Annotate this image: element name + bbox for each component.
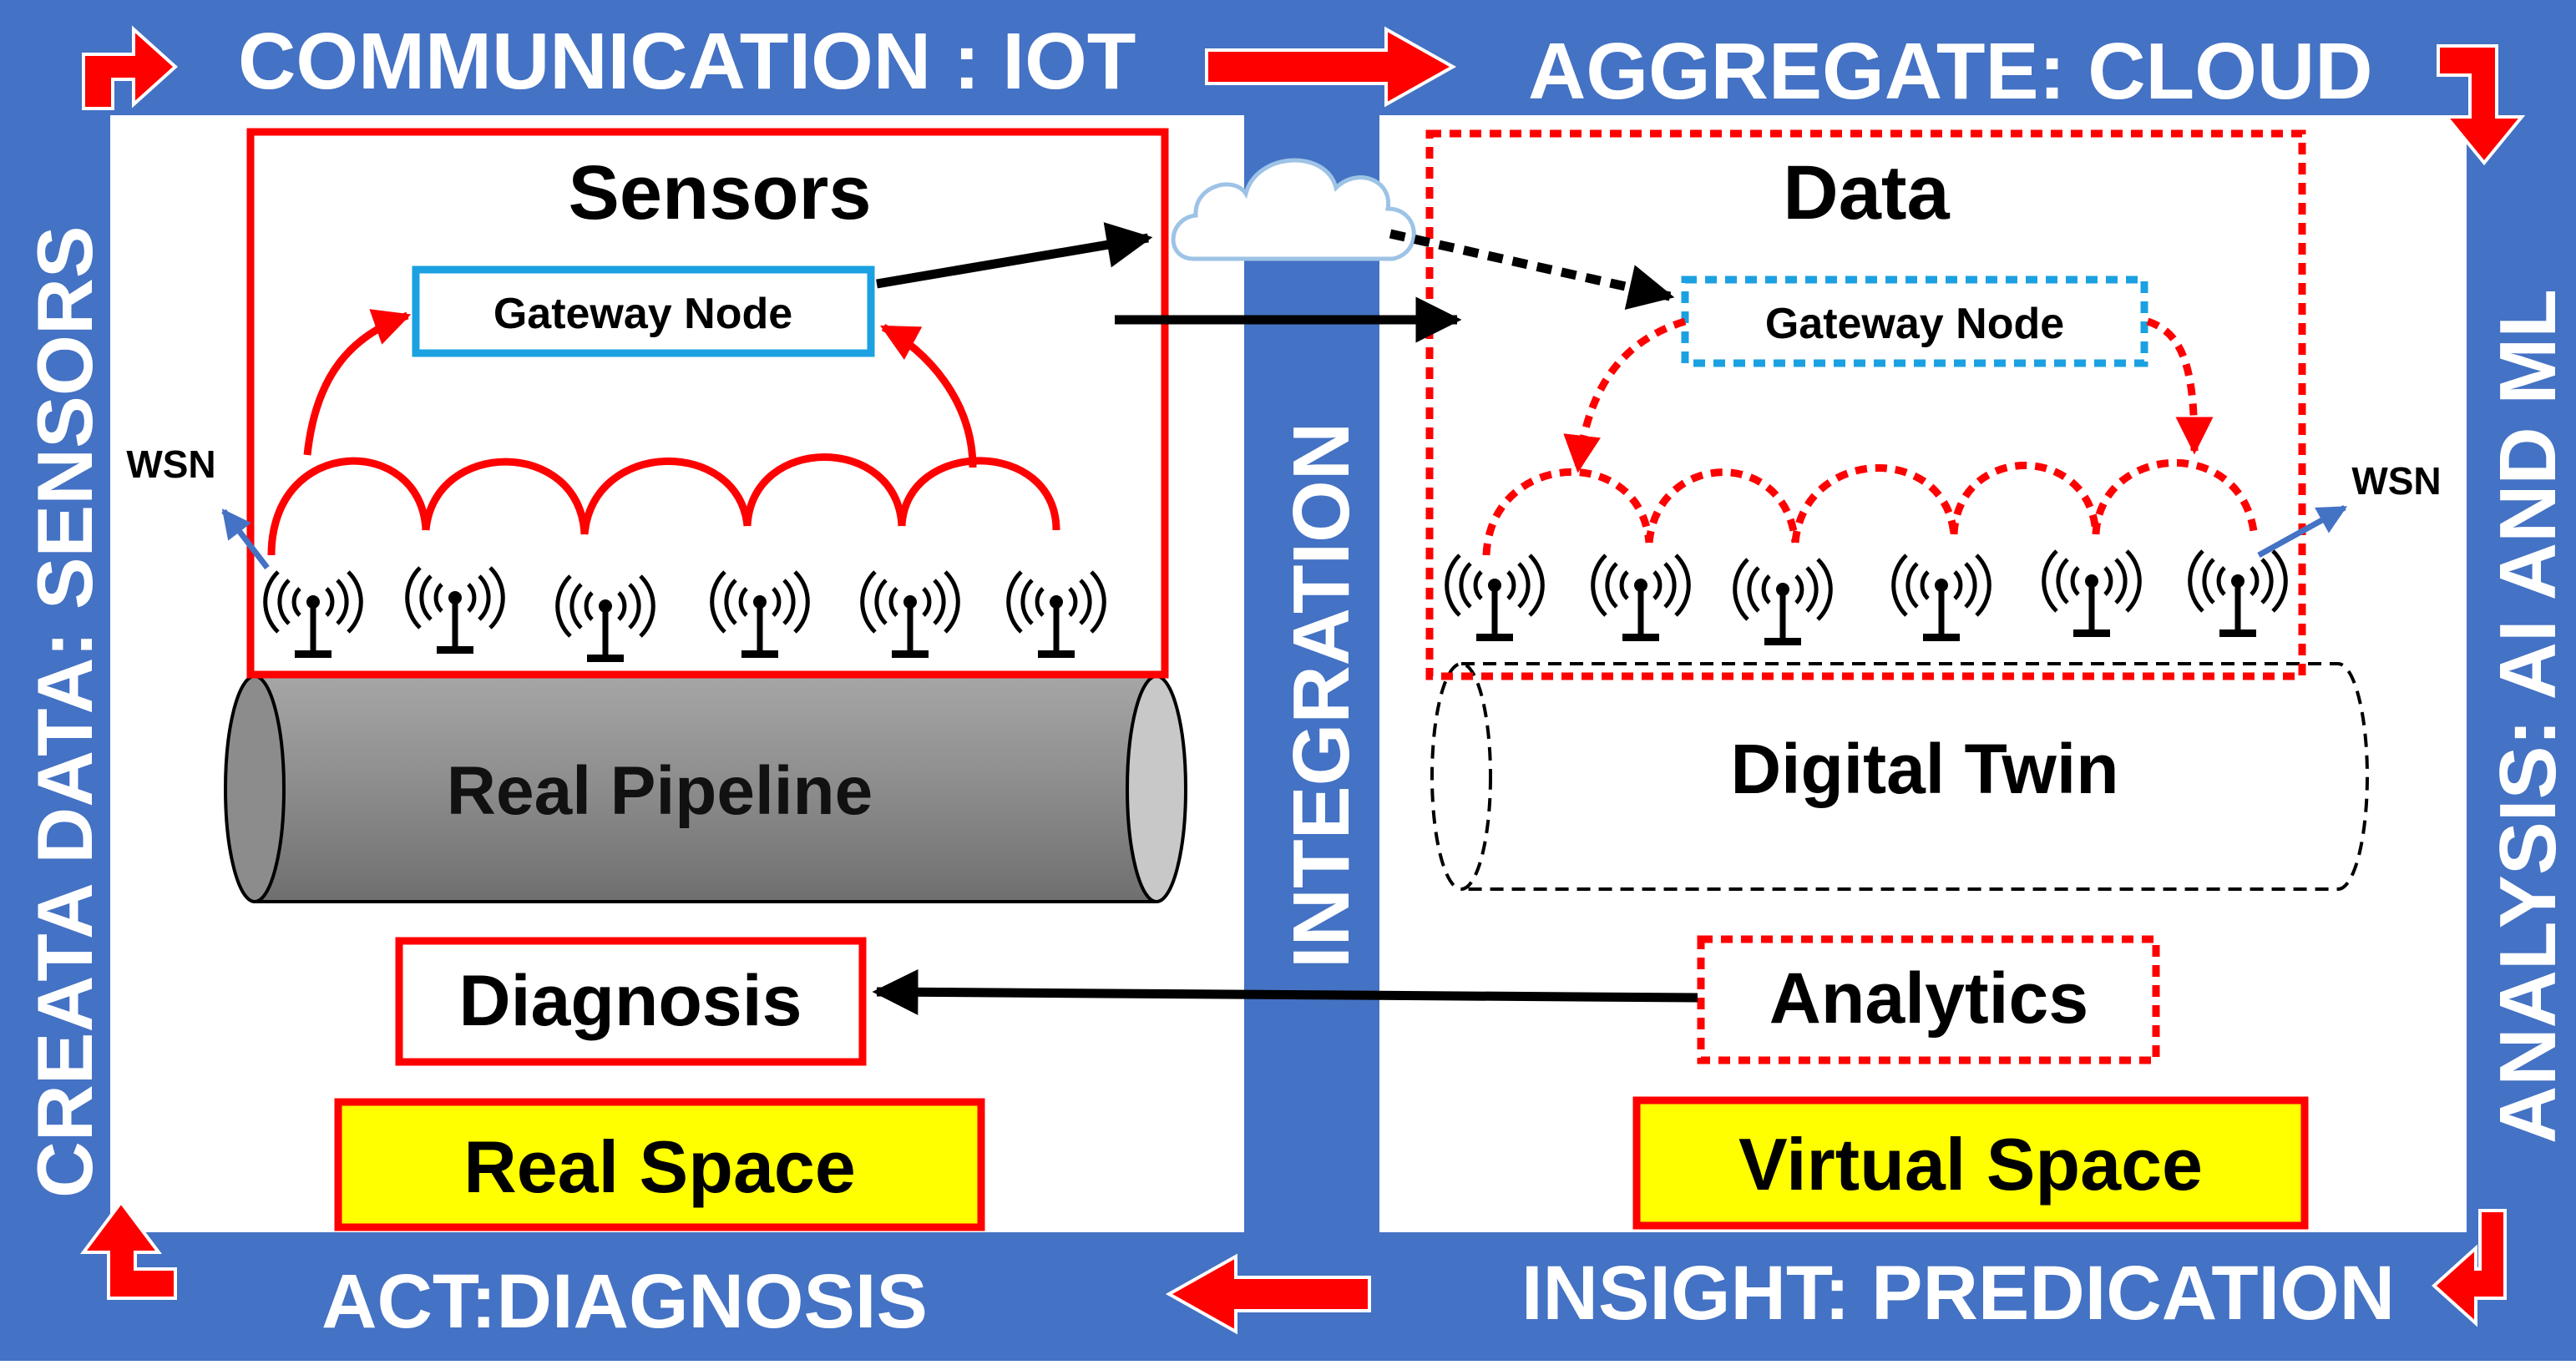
analytics-box [1697, 935, 2160, 1064]
real-wsn-arrow [221, 508, 270, 570]
diagnosis-label: Diagnosis [459, 961, 802, 1041]
top-left-corner-arrow [82, 25, 178, 110]
frame-bottom-left-label: ACT:DIAGNOSIS [321, 1259, 928, 1344]
digital-twin-body [1461, 662, 2369, 891]
real-pipeline-right-end [1126, 675, 1187, 903]
real-space-label: Real Space [463, 1125, 856, 1208]
analytics-label: Analytics [1769, 958, 2088, 1039]
bottom-flow-arrow [1165, 1253, 1371, 1335]
sensors-title: Sensors [568, 150, 871, 235]
frame-center-label: INTEGRATION [1277, 422, 1366, 968]
top-right-corner-arrow [2437, 44, 2526, 166]
real-gateway-label: Gateway Node [493, 290, 792, 338]
digital-twin-label: Digital Twin [1730, 730, 2118, 808]
frame-top-left-label: COMMUNICATION : IOT [238, 17, 1136, 106]
real-space-badge [334, 1098, 985, 1231]
virtual-space-label: Virtual Space [1738, 1123, 2203, 1206]
real-gateway-node [412, 265, 875, 357]
cloud-to-gateway-arrow [1389, 229, 1675, 311]
real-mesh-links [267, 309, 1060, 556]
virtual-space-badge [1632, 1096, 2309, 1230]
digital-twin-left-end [1430, 662, 1492, 891]
frame-left-label: CREATA DATA: SENSORS [21, 225, 109, 1198]
virtual-gateway-label: Gateway Node [1765, 300, 2064, 348]
virtual-wsn-arrow [2257, 504, 2348, 559]
bottom-right-corner-arrow [2432, 1209, 2507, 1327]
data-box [1425, 129, 2306, 680]
real-pipeline-label: Real Pipeline [447, 753, 873, 829]
real-pipeline-left-end [224, 675, 286, 903]
virtual-mesh-links [1482, 317, 2259, 556]
sensors-box [246, 128, 1169, 679]
real-wsn-label: WSN [126, 442, 215, 486]
virtual-wsn-label: WSN [2351, 459, 2441, 503]
real-pipeline-body [255, 676, 1156, 902]
frame-top-right-label: AGGREGATE: CLOUD [1528, 27, 2373, 116]
cloud-icon [1171, 158, 1416, 261]
bottom-left-corner-arrow [80, 1199, 177, 1300]
diagnosis-box [395, 937, 867, 1066]
top-flow-arrow [1205, 26, 1457, 108]
frame-right-label: ANALYSIS: AI AND ML [2483, 289, 2573, 1144]
frame-bottom-right-label: INSIGHT: PREDICATION [1521, 1251, 2395, 1336]
sensors-to-cloud-arrow [876, 222, 1153, 289]
analytics-to-diagnosis-arrow [872, 968, 1698, 1015]
data-title: Data [1783, 150, 1950, 235]
